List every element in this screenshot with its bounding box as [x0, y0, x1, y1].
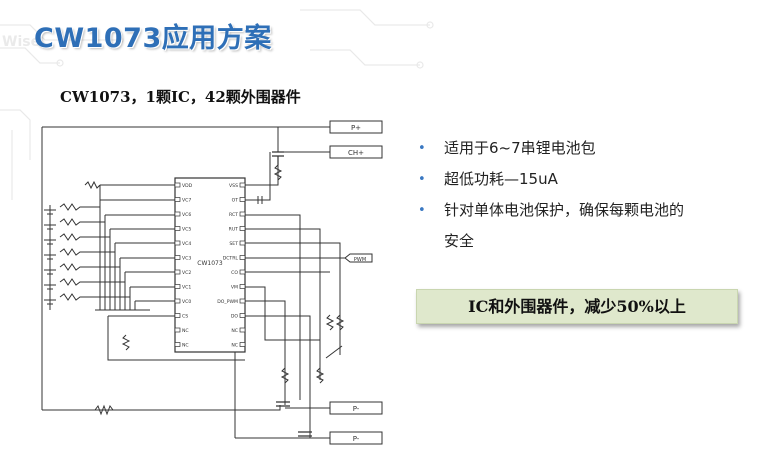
chip-pin — [239, 182, 246, 188]
chip-pin-label: OT — [232, 198, 239, 204]
feature-item: • 针对单体电池保护，确保每颗电池的安全 — [418, 195, 758, 257]
chip-pin-label: NC — [231, 343, 238, 349]
feature-text: 针对单体电池保护，确保每颗电池的 — [444, 201, 685, 219]
chip-pin — [239, 298, 246, 304]
chip-pin — [239, 197, 246, 202]
cw1073-chip — [174, 177, 246, 353]
chip-pin — [174, 313, 181, 318]
chip-pin-label: VC4 — [182, 241, 191, 247]
chip-pin-label: VC3 — [182, 256, 191, 262]
bullet-icon: • — [418, 172, 426, 187]
feature-text: 安全 — [444, 232, 475, 250]
chip-pin — [174, 284, 181, 289]
feature-item: • 超低功耗—15uA — [418, 164, 758, 195]
chip-pin — [174, 269, 181, 275]
circuit-subtitle: CW1073，1颗IC，42颗外围器件 — [60, 88, 301, 106]
terminal-p-minus-2: P- — [329, 431, 383, 445]
chip-pin — [239, 269, 246, 275]
chip-pin-label: RUT — [229, 227, 239, 233]
chip-pin-label: DO — [231, 314, 239, 320]
chip-pin-label: VC1 — [182, 285, 191, 291]
chip-pin — [239, 255, 246, 260]
feature-text: 超低功耗—15uA — [444, 170, 558, 188]
svg-text:Wise: Wise — [2, 34, 40, 50]
svg-text:P-: P- — [353, 435, 360, 443]
chip-pin-label: VC2 — [182, 270, 191, 276]
chip-pin-label: CS — [182, 314, 188, 320]
chip-pin-label: VDD — [182, 183, 193, 189]
svg-text:CH+: CH+ — [348, 149, 364, 157]
chip-pin-label: DO_PWM — [217, 299, 238, 305]
chip-pin — [239, 211, 246, 217]
chip-pin-label: RCT — [229, 212, 238, 218]
chip-pin-label: NC — [231, 328, 238, 334]
chip-pin — [174, 226, 181, 231]
chip-pin-label: VSS — [229, 183, 238, 189]
chip-pin — [239, 327, 246, 333]
pwm-input-label: PWM — [344, 253, 373, 263]
chip-pin-label: SET — [229, 241, 238, 247]
page-title: CW1073应用方案 — [34, 23, 272, 54]
bullet-icon: • — [418, 141, 426, 156]
chip-pin — [174, 240, 181, 246]
feature-item: • 适用于6~7串锂电池包 — [418, 133, 758, 164]
chip-pin — [174, 197, 181, 202]
chip-pin — [239, 342, 246, 347]
chip-pin-label: DCTRL — [223, 256, 239, 262]
chip-pin — [174, 182, 181, 188]
chip-pin-label: VM — [231, 285, 238, 291]
svg-text:PWM: PWM — [354, 257, 366, 263]
feature-list: • 适用于6~7串锂电池包 • 超低功耗—15uA • 针对单体电池保护，确保每颗电池的安… — [418, 133, 758, 257]
chip-pin — [174, 298, 181, 304]
feature-text: 适用于6~7串锂电池包 — [444, 139, 596, 157]
svg-text:P+: P+ — [351, 124, 361, 132]
chip-pin-label: VC5 — [182, 227, 191, 233]
terminal-p-minus-1: P- — [329, 401, 383, 415]
chip-label: CW1073 — [197, 260, 223, 267]
chip-pin — [239, 313, 246, 318]
chip-pin — [174, 327, 181, 333]
terminal-p-plus: P+ — [329, 120, 383, 134]
chip-pin-label: CO — [231, 270, 238, 276]
chip-pin-label: VC6 — [182, 212, 191, 218]
chip-pin-label: NC — [182, 343, 189, 349]
chip-pin-label: NC — [182, 328, 189, 334]
chip-pin-label: VC7 — [182, 198, 191, 204]
bullet-icon: • — [418, 203, 426, 218]
chip-pin-label: VC0 — [182, 299, 191, 305]
chip-pin — [239, 240, 246, 246]
chip-pin — [174, 255, 181, 260]
chip-pin — [239, 284, 246, 289]
chip-pin — [239, 226, 246, 231]
terminal-ch-plus: CH+ — [329, 145, 383, 159]
reduction-callout: IC和外围器件，减少50%以上 — [416, 289, 738, 324]
svg-text:P-: P- — [353, 405, 360, 413]
chip-pin — [174, 342, 181, 347]
chip-pin — [174, 211, 181, 217]
